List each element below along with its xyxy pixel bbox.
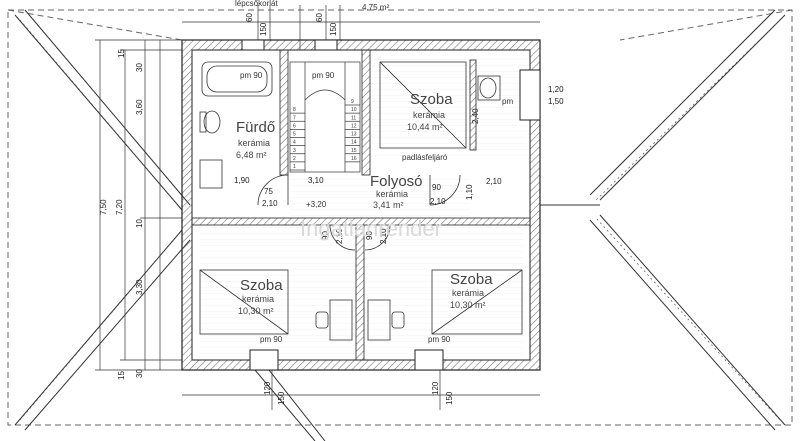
dimension-lines-bottom [182, 370, 540, 410]
dim-szoba-height: 2,40 [471, 108, 480, 124]
dim-right-top-a: 1,20 [548, 85, 564, 94]
stair-step-number: 5 [293, 132, 296, 138]
dimension-lines-top [182, 5, 540, 50]
stair-step-number: 13 [351, 132, 357, 138]
stair-step-number: 2 [293, 156, 296, 162]
dim-top-mid-a: 60 [315, 13, 324, 22]
room-material-szoba-bl: kerámia [242, 294, 274, 304]
room-area-szoba-top: 10,44 m² [407, 122, 443, 132]
stair-step-number: 15 [351, 148, 357, 154]
room-name-szoba-br: Szoba [450, 271, 493, 288]
sink-icon [199, 159, 223, 189]
dim-door-e: 90 [321, 231, 330, 240]
room-name-szoba-bl: Szoba [240, 277, 283, 294]
room-material-hallway: kerámia [376, 189, 408, 199]
window-right-label: pm [502, 97, 513, 106]
window-bottom-left-label: pm 90 [260, 335, 283, 344]
room-area-bath: 6,48 m² [236, 150, 267, 160]
dim-left-d: 10 [135, 219, 144, 228]
level-marker: +3,20 [306, 200, 327, 209]
dim-bottom-b: 150 [277, 391, 286, 405]
bed-right-icon [431, 269, 523, 335]
room-area-szoba-bl: 10,30 m² [238, 306, 274, 316]
dimension-lines-left [95, 39, 182, 371]
stair-step-number: 4 [293, 140, 296, 146]
stair-step-number: 8 [293, 107, 296, 113]
dim-left-f: 30 [135, 369, 144, 378]
dim-bottom-c: 120 [431, 381, 440, 395]
dim-szoba-width: 2,10 [486, 177, 502, 186]
dim-left-inner: 7,20 [115, 199, 124, 215]
interior-walls [191, 49, 531, 361]
window-bottom-right-label: pm 90 [428, 335, 451, 344]
toilet-icon [199, 110, 221, 134]
dim-door-d: 2,10 [430, 197, 446, 206]
stair-railing-label: lépcsőkorlát [235, 0, 278, 8]
dim-top-mid-b: 150 [329, 22, 338, 36]
room-name-bath: Fürdő [236, 119, 275, 136]
stair-step-number: 3 [293, 148, 296, 154]
bathtub-icon [201, 61, 273, 97]
dim-top-left-a: 60 [245, 13, 254, 22]
hallway-floor [290, 175, 470, 220]
stair-step-number: 14 [351, 140, 357, 146]
dim-left-e: 3,30 [135, 279, 144, 295]
room-floor-bl [200, 225, 355, 355]
stair-step-number: 12 [351, 123, 357, 129]
dim-hall-width: 3,10 [308, 176, 324, 185]
stair-step-number: 9 [351, 99, 354, 105]
room-name-hallway: Folyosó [370, 173, 423, 190]
room-area-hallway: 3,41 m² [373, 200, 404, 210]
dim-left-a: 15 [117, 49, 126, 58]
stair-step-number: 7 [293, 115, 296, 121]
dim-szoba-height-2: 1,10 [465, 184, 474, 200]
window-bath-label: pm 90 [240, 71, 263, 80]
attic-hatch-label: padlásfeljáró [402, 153, 448, 162]
dim-bottom-d: 150 [445, 391, 454, 405]
dim-left-c: 3,60 [135, 99, 144, 115]
dim-top-left-b: 150 [259, 22, 268, 36]
dim-door-g: 90 [365, 231, 374, 240]
stair-step-number: 1 [293, 164, 296, 170]
room-name-szoba-top: Szoba [410, 91, 453, 108]
windows [241, 39, 541, 371]
stair-step-number: 16 [351, 156, 357, 162]
stair-area-label: 4,75 m² [362, 3, 389, 12]
room-floor-br [368, 225, 523, 355]
stair-step-number: 6 [293, 123, 296, 129]
dim-bottom-a: 120 [263, 381, 272, 395]
room-area-szoba-br: 10,30 m² [450, 300, 486, 310]
dim-door-f: 2,10 [335, 228, 344, 244]
door-swings [257, 174, 461, 251]
stair-step-number: 11 [351, 115, 356, 121]
dim-bath-width: 1,90 [234, 176, 250, 185]
staircase [289, 61, 361, 173]
dim-door-a: 75 [264, 187, 273, 196]
desk-right-icon [367, 299, 405, 341]
dim-door-b: 2,10 [262, 199, 278, 208]
bed-left-icon [199, 269, 289, 335]
desk-left-icon [315, 299, 353, 341]
stair-step-number: 10 [351, 107, 357, 113]
dim-door-h: 2,10 [379, 228, 388, 244]
dim-right-top-b: 1,50 [548, 97, 564, 106]
window-stair-label: pm 90 [312, 71, 335, 80]
bed-top-right-icon [379, 61, 467, 149]
roof-ridge-right [540, 9, 786, 431]
roof-outline [7, 9, 793, 426]
roof-ridge-hatching [19, 19, 781, 421]
room-material-szoba-top: kerámia [413, 110, 445, 120]
washbasin-right-icon [477, 75, 501, 101]
dim-door-c: 90 [432, 183, 441, 192]
dim-left-b: 30 [135, 63, 144, 72]
dim-left-outer: 7,50 [99, 199, 108, 215]
room-material-bath: kerámia [238, 138, 270, 148]
watermark: Ingatlanrender [300, 216, 442, 241]
room-floor-right [372, 55, 527, 160]
dim-left-g: 15 [117, 371, 126, 380]
room-material-szoba-br: kerámia [452, 288, 484, 298]
